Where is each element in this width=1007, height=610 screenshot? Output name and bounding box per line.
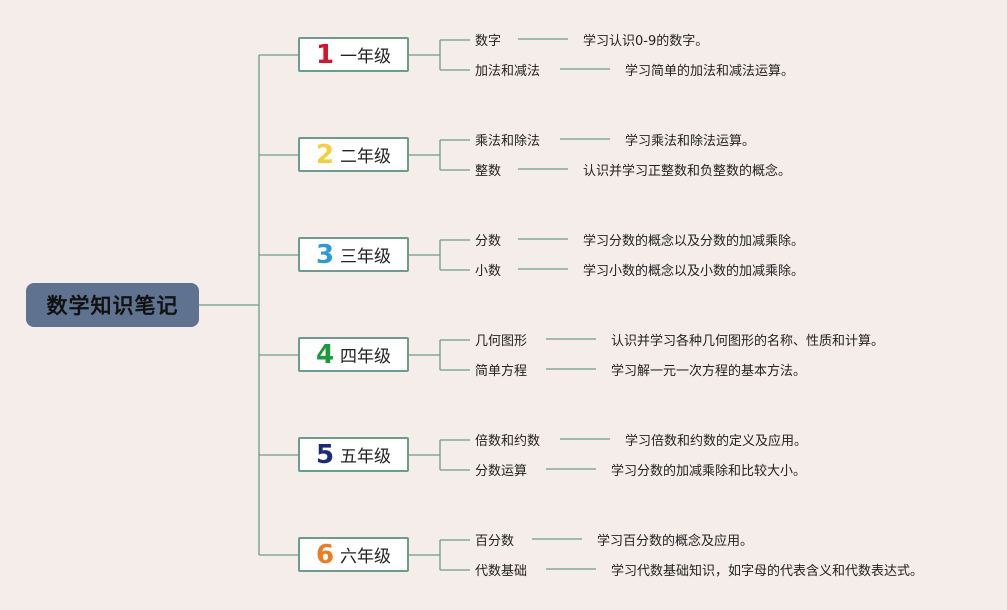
desc-3-1: 学习分数的概念以及分数的加减乘除。 [583,234,805,249]
desc-6-1: 学习百分数的概念及应用。 [597,534,754,549]
grade-label-3: 三年级 [340,247,392,267]
topic-6-1: 百分数 [475,534,515,549]
desc-2-2: 认识并学习正整数和负整数的概念。 [583,164,792,179]
desc-2-1: 学习乘法和除法运算。 [625,134,756,149]
grade-node-3[interactable]: 3 三年级 [298,237,409,272]
topic-3-1: 分数 [475,234,502,249]
grade-label-5: 五年级 [340,447,392,467]
desc-5-2: 学习分数的加减乘除和比较大小。 [611,464,807,479]
grade-node-1[interactable]: 1 一年级 [298,37,409,72]
topic-2-1: 乘法和除法 [475,134,541,149]
grade-node-5[interactable]: 5 五年级 [298,437,409,472]
desc-6-2: 学习代数基础知识，如字母的代表含义和代数表达式。 [611,564,924,579]
topic-3-2: 小数 [475,264,502,279]
grade-number-4: 4 [315,339,335,370]
grade-number-2: 2 [315,139,335,170]
grade-number-5: 5 [315,439,335,470]
grade-node-2[interactable]: 2 二年级 [298,137,409,172]
grade-node-6[interactable]: 6 六年级 [298,537,409,572]
grade-number-1: 1 [315,39,335,70]
topic-1-2: 加法和减法 [475,64,541,79]
desc-1-2: 学习简单的加法和减法运算。 [625,64,795,79]
topic-4-2: 简单方程 [475,364,528,379]
root-title: 数学知识笔记 [26,283,199,327]
grade-node-4[interactable]: 4 四年级 [298,337,409,372]
topic-6-2: 代数基础 [475,564,528,579]
grade-label-1: 一年级 [340,47,392,67]
grade-label-6: 六年级 [340,547,392,567]
topic-1-1: 数字 [475,34,502,49]
desc-3-2: 学习小数的概念以及小数的加减乘除。 [583,264,805,279]
topic-5-2: 分数运算 [475,464,528,479]
topic-2-2: 整数 [475,164,502,179]
topic-5-1: 倍数和约数 [475,434,541,449]
desc-5-1: 学习倍数和约数的定义及应用。 [625,434,808,449]
desc-4-2: 学习解一元一次方程的基本方法。 [611,364,807,379]
desc-4-1: 认识并学习各种几何图形的名称、性质和计算。 [611,334,885,349]
grade-number-6: 6 [315,539,335,570]
topic-4-1: 几何图形 [475,334,528,349]
desc-1-1: 学习认识0-9的数字。 [583,34,709,49]
grade-label-4: 四年级 [340,347,392,367]
grade-label-2: 二年级 [340,147,392,167]
grade-number-3: 3 [315,239,335,270]
